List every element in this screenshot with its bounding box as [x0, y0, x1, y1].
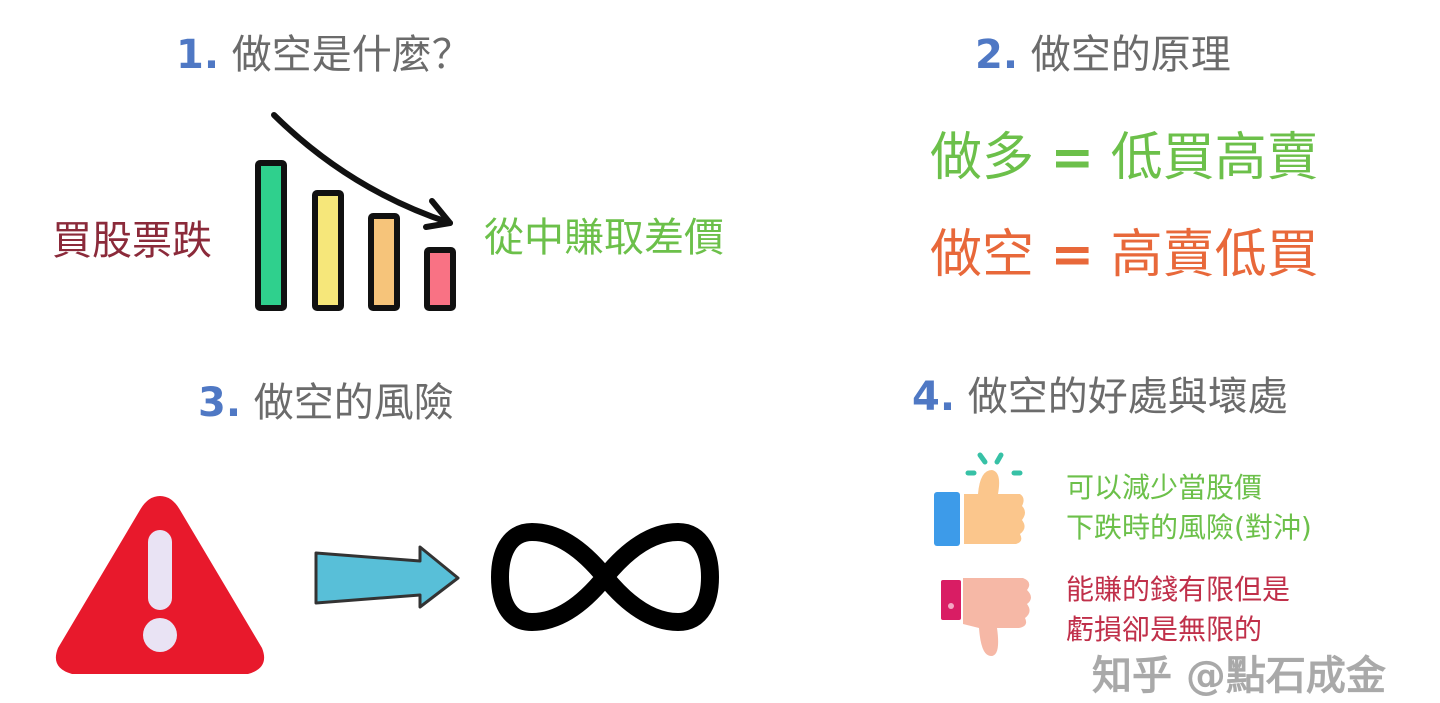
section2-heading: 2. 做空的原理	[975, 22, 1231, 80]
thumbs-up-icon	[934, 452, 1025, 546]
pro-line-2: 下跌時的風險(對沖)	[1066, 511, 1312, 544]
section-number: 1.	[176, 32, 220, 78]
section1-heading: 1. 做空是什麼？	[176, 22, 472, 80]
short-definition: 做空 = 高賣低買	[930, 212, 1319, 287]
pro-line-1: 可以減少當股價	[1066, 471, 1263, 504]
arrow-right-icon	[314, 545, 460, 609]
bar-4	[424, 247, 456, 311]
profit-from-difference-label: 從中賺取差價	[484, 215, 724, 261]
equals-sign: =	[1050, 225, 1095, 285]
pro-text: 可以減少當股價 下跌時的風險(對沖)	[1066, 468, 1312, 548]
falling-bars-illustration	[255, 112, 456, 311]
infinity-icon	[490, 522, 720, 632]
short-def: 高賣低買	[1110, 225, 1319, 285]
equals-sign: =	[1050, 128, 1095, 188]
buy-stock-falls-label: 買股票跌	[52, 218, 212, 264]
thumbs-down-icon	[941, 578, 1031, 656]
section3-heading: 3. 做空的風險	[198, 370, 454, 428]
bar-3	[368, 213, 400, 311]
section-number: 3.	[198, 380, 242, 426]
con-text: 能賺的錢有限但是 虧損卻是無限的	[1066, 570, 1290, 650]
bar-1	[255, 160, 287, 311]
long-def: 低買高賣	[1110, 128, 1319, 188]
section-title: 做空的原理	[1030, 32, 1231, 78]
section-number: 4.	[912, 374, 956, 420]
long-definition: 做多 = 低買高賣	[930, 115, 1319, 190]
section-title: 做空是什麼？	[231, 32, 472, 78]
con-line-2: 虧損卻是無限的	[1066, 613, 1263, 646]
section4-heading: 4. 做空的好處與壞處	[912, 364, 1288, 422]
section-title: 做空的好處與壞處	[967, 374, 1288, 420]
long-term: 做多	[930, 128, 1035, 188]
down-arrow-icon	[271, 112, 453, 226]
bar-2	[312, 190, 344, 311]
short-term: 做空	[930, 225, 1035, 285]
watermark: 知乎 @點石成金	[1092, 653, 1386, 699]
section-number: 2.	[975, 32, 1019, 78]
warning-icon	[55, 496, 265, 674]
con-line-1: 能賺的錢有限但是	[1066, 573, 1291, 606]
section-title: 做空的風險	[253, 380, 454, 426]
